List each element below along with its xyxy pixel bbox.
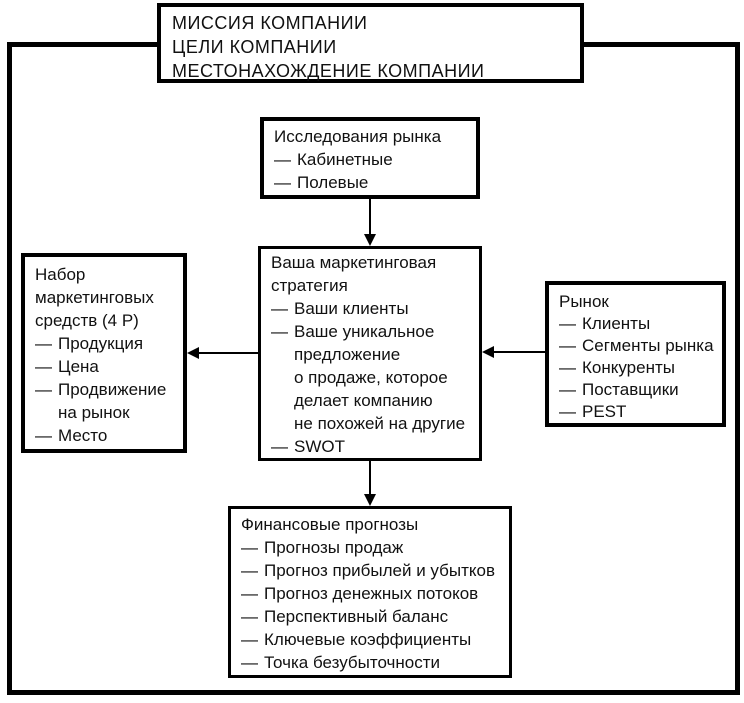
arrowhead-left-icon	[187, 347, 199, 359]
list-item: — Клиенты	[559, 313, 714, 335]
list-item-text: Продукция	[58, 334, 144, 353]
marketing-mix-title: Набор маркетинговых средств (4 P)	[35, 265, 154, 330]
list-item-text: Полевые	[297, 173, 369, 192]
dash: —	[274, 150, 291, 169]
list-item-text: Конкуренты	[582, 358, 675, 377]
list-item-text: Прогноз денежных потоков	[264, 584, 479, 603]
list-item: — Ваши клиенты	[271, 297, 471, 320]
dash: —	[241, 607, 258, 626]
list-item-text: Кабинетные	[297, 150, 393, 169]
list-item: — PEST	[559, 401, 714, 423]
mission-line: ЦЕЛИ КОМПАНИИ	[172, 37, 337, 57]
dash: —	[241, 630, 258, 649]
arrowhead-down-icon	[364, 494, 376, 506]
dash: —	[271, 437, 288, 456]
market-title: Рынок	[559, 292, 609, 311]
list-item-text: Прогнозы продаж	[264, 538, 404, 557]
dash: —	[559, 380, 576, 399]
marketing-strategy-title: Ваша маркетинговая стратегия	[271, 253, 437, 295]
marketing-mix-box: Набор маркетинговых средств (4 P) — Прод…	[21, 253, 187, 453]
list-item: — Конкуренты	[559, 357, 714, 379]
list-item-text: Ваши клиенты	[294, 299, 409, 318]
dash: —	[271, 322, 288, 341]
mission-line: МЕСТОНАХОЖДЕНИЕ КОМПАНИИ	[172, 61, 485, 81]
list-item: — Сегменты рынка	[559, 335, 714, 357]
list-item: — Ключевые коэффициенты	[241, 628, 501, 651]
arrow-strategy-to-mix	[199, 352, 258, 354]
list-item-text: SWOT	[294, 437, 345, 456]
list-item: — Точка безубыточности	[241, 651, 501, 674]
list-item: — Продвижение на рынок	[35, 378, 175, 424]
list-item: — Кабинетные	[274, 148, 468, 171]
list-item: — SWOT	[271, 435, 471, 458]
list-item: — Прогноз денежных потоков	[241, 582, 501, 605]
financial-forecasts-title: Финансовые прогнозы	[241, 515, 419, 534]
dash: —	[241, 653, 258, 672]
list-item-text: Точка безубыточности	[264, 653, 441, 672]
mission-box: МИССИЯ КОМПАНИИ ЦЕЛИ КОМПАНИИ МЕСТОНАХОЖ…	[157, 3, 584, 83]
list-item: — Перспективный баланс	[241, 605, 501, 628]
list-item: — Поставщики	[559, 379, 714, 401]
dash: —	[241, 561, 258, 580]
list-item-text: Место	[58, 426, 108, 445]
list-item-text: Ключевые коэффициенты	[264, 630, 472, 649]
list-item-text: Клиенты	[582, 314, 651, 333]
list-item-text: Поставщики	[582, 380, 679, 399]
arrow-strategy-to-finance	[369, 461, 371, 495]
arrow-research-to-strategy	[369, 199, 371, 235]
dash: —	[559, 402, 576, 421]
list-item: — Цена	[35, 355, 175, 378]
list-item: — Прогнозы продаж	[241, 536, 501, 559]
list-item: — Полевые	[274, 171, 468, 194]
list-item: — Место	[35, 424, 175, 447]
arrowhead-down-icon	[364, 234, 376, 246]
dash: —	[35, 426, 52, 445]
mission-line: МИССИЯ КОМПАНИИ	[172, 13, 368, 33]
dash: —	[241, 584, 258, 603]
list-item: — Продукция	[35, 332, 175, 355]
dash: —	[35, 357, 52, 376]
dash: —	[271, 299, 288, 318]
list-item-text: Прогноз прибылей и убытков	[264, 561, 495, 580]
market-box: Рынок — Клиенты — Сегменты рынка — Конку…	[545, 281, 726, 427]
arrowhead-left-icon	[482, 346, 494, 358]
dash: —	[559, 358, 576, 377]
dash: —	[241, 538, 258, 557]
list-item-text: Ваше уникальное предложение о продаже, к…	[294, 322, 466, 433]
list-item-text: PEST	[582, 402, 627, 421]
dash: —	[35, 380, 52, 399]
list-item-text: Сегменты рынка	[582, 336, 714, 355]
market-research-title: Исследования рынка	[274, 127, 442, 146]
list-item-text: Продвижение на рынок	[58, 380, 167, 422]
dash: —	[274, 173, 291, 192]
dash: —	[35, 334, 52, 353]
arrow-market-to-strategy	[494, 351, 545, 353]
financial-forecasts-box: Финансовые прогнозы — Прогнозы продаж — …	[228, 506, 512, 678]
dash: —	[559, 336, 576, 355]
market-research-box: Исследования рынка — Кабинетные — Полевы…	[260, 117, 480, 199]
list-item-text: Цена	[58, 357, 99, 376]
list-item: — Прогноз прибылей и убытков	[241, 559, 501, 582]
marketing-strategy-box: Ваша маркетинговая стратегия — Ваши клие…	[258, 246, 482, 461]
list-item-text: Перспективный баланс	[264, 607, 449, 626]
list-item: — Ваше уникальное предложение о продаже,…	[271, 320, 471, 435]
dash: —	[559, 314, 576, 333]
